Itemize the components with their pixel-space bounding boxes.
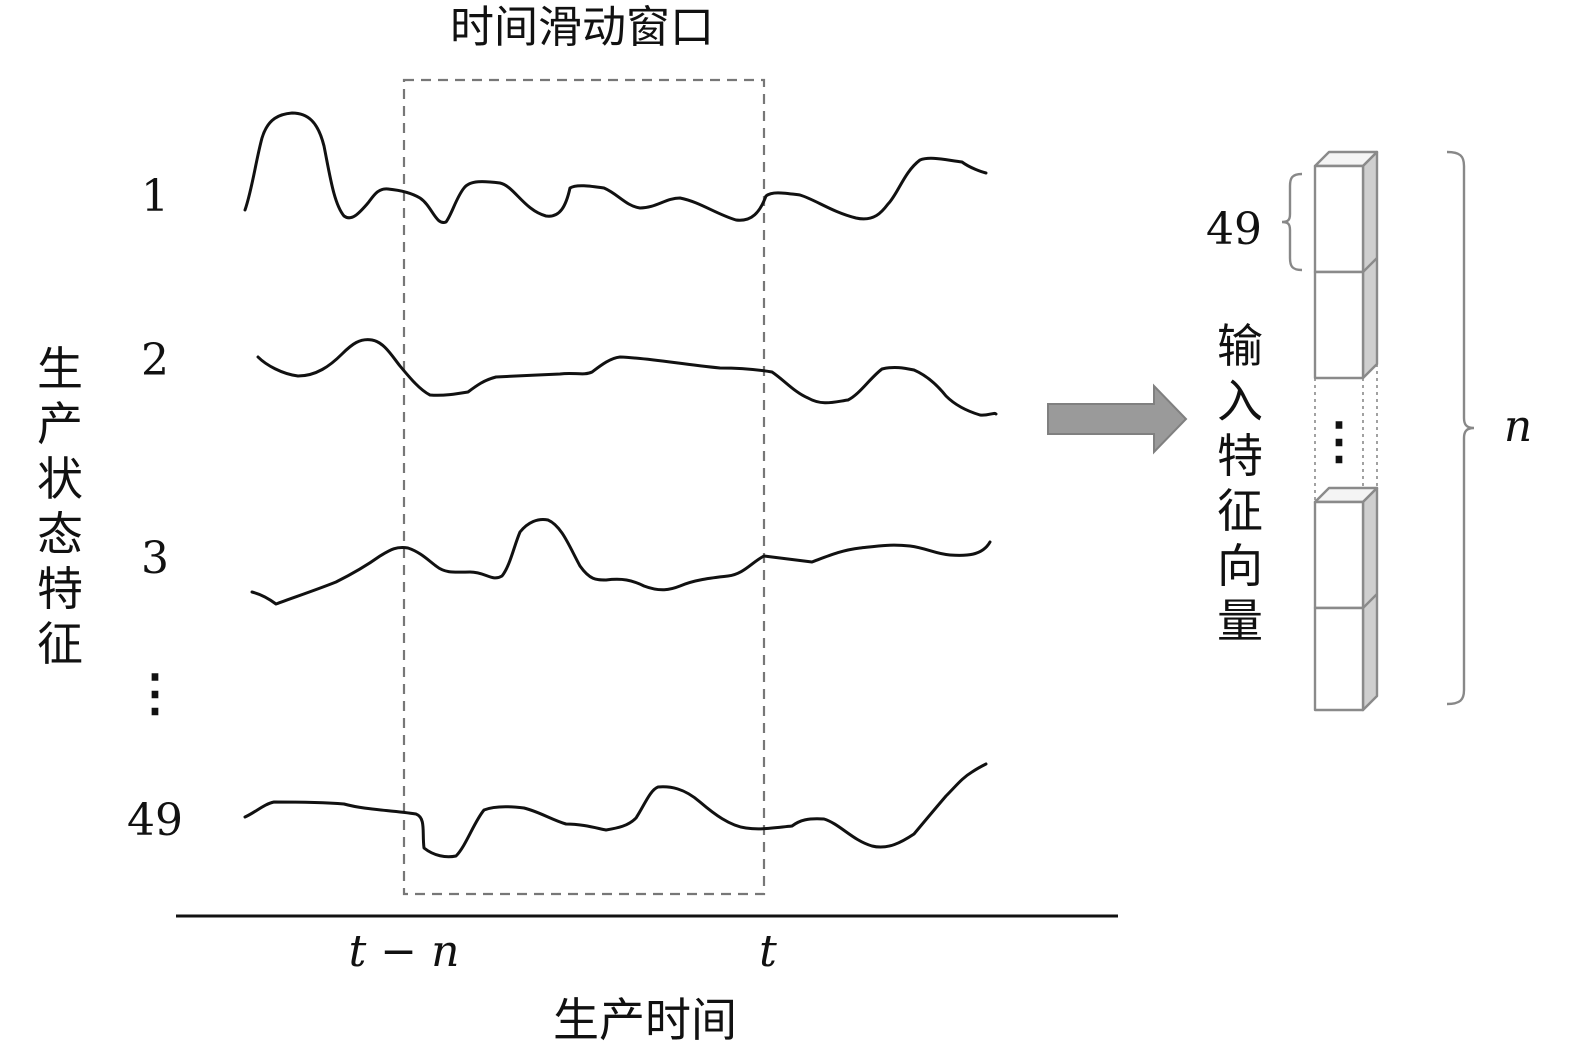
y-axis-char: 征: [37, 617, 83, 671]
y-axis-char: 特: [37, 562, 83, 616]
series-label-1: 1: [141, 171, 169, 222]
cube-side-edge: [1362, 257, 1378, 273]
series-label-2: 2: [141, 335, 169, 386]
arrow-right-icon: [1047, 383, 1188, 455]
window-title: 时间滑动窗口: [450, 2, 714, 53]
waveform-series-2: [256, 338, 998, 417]
brace-label-n: n: [1504, 401, 1532, 452]
waveform-series-1: [243, 111, 988, 224]
waveform-series-3: [250, 518, 992, 606]
y-axis-char: 产: [37, 397, 83, 451]
y-axis-char: 状: [37, 452, 83, 506]
cube-side-face: [1361, 486, 1379, 712]
vector-ellipsis: ⋮: [1314, 411, 1364, 470]
cube-front-face: [1313, 164, 1365, 274]
tick-label-end: t: [759, 926, 777, 977]
feature-vector-char: 入: [1217, 374, 1263, 428]
sliding-window-box: [402, 78, 766, 896]
series-ellipsis: ⋮: [130, 663, 180, 722]
brace-label-49: 49: [1206, 204, 1262, 255]
series-label-49: 49: [127, 795, 183, 846]
cube-front-face: [1313, 500, 1365, 610]
cube-side-edge: [1362, 593, 1378, 609]
y-axis-label: 生 产 状 态 特 征: [37, 342, 83, 671]
feature-vector-char: 向: [1217, 539, 1263, 593]
feature-vector-label: 输 入 特 征 向 量: [1217, 319, 1263, 648]
waveform-series-49: [243, 762, 988, 859]
x-axis-label: 生产时间: [553, 993, 737, 1047]
feature-vector-char: 征: [1217, 484, 1263, 538]
feature-vector-char: 特: [1217, 429, 1263, 483]
feature-vector-char: 量: [1217, 594, 1263, 648]
cube-front-face: [1313, 606, 1365, 712]
cube-front-face: [1313, 270, 1365, 380]
y-axis-char: 态: [37, 507, 83, 561]
feature-vector-stack: [1313, 150, 1379, 712]
tick-label-start: t − n: [349, 926, 460, 977]
feature-vector-char: 输: [1217, 319, 1263, 373]
y-axis-char: 生: [37, 342, 83, 396]
series-label-3: 3: [141, 533, 169, 584]
big-brace: [1446, 150, 1475, 706]
small-brace: [1281, 172, 1303, 272]
